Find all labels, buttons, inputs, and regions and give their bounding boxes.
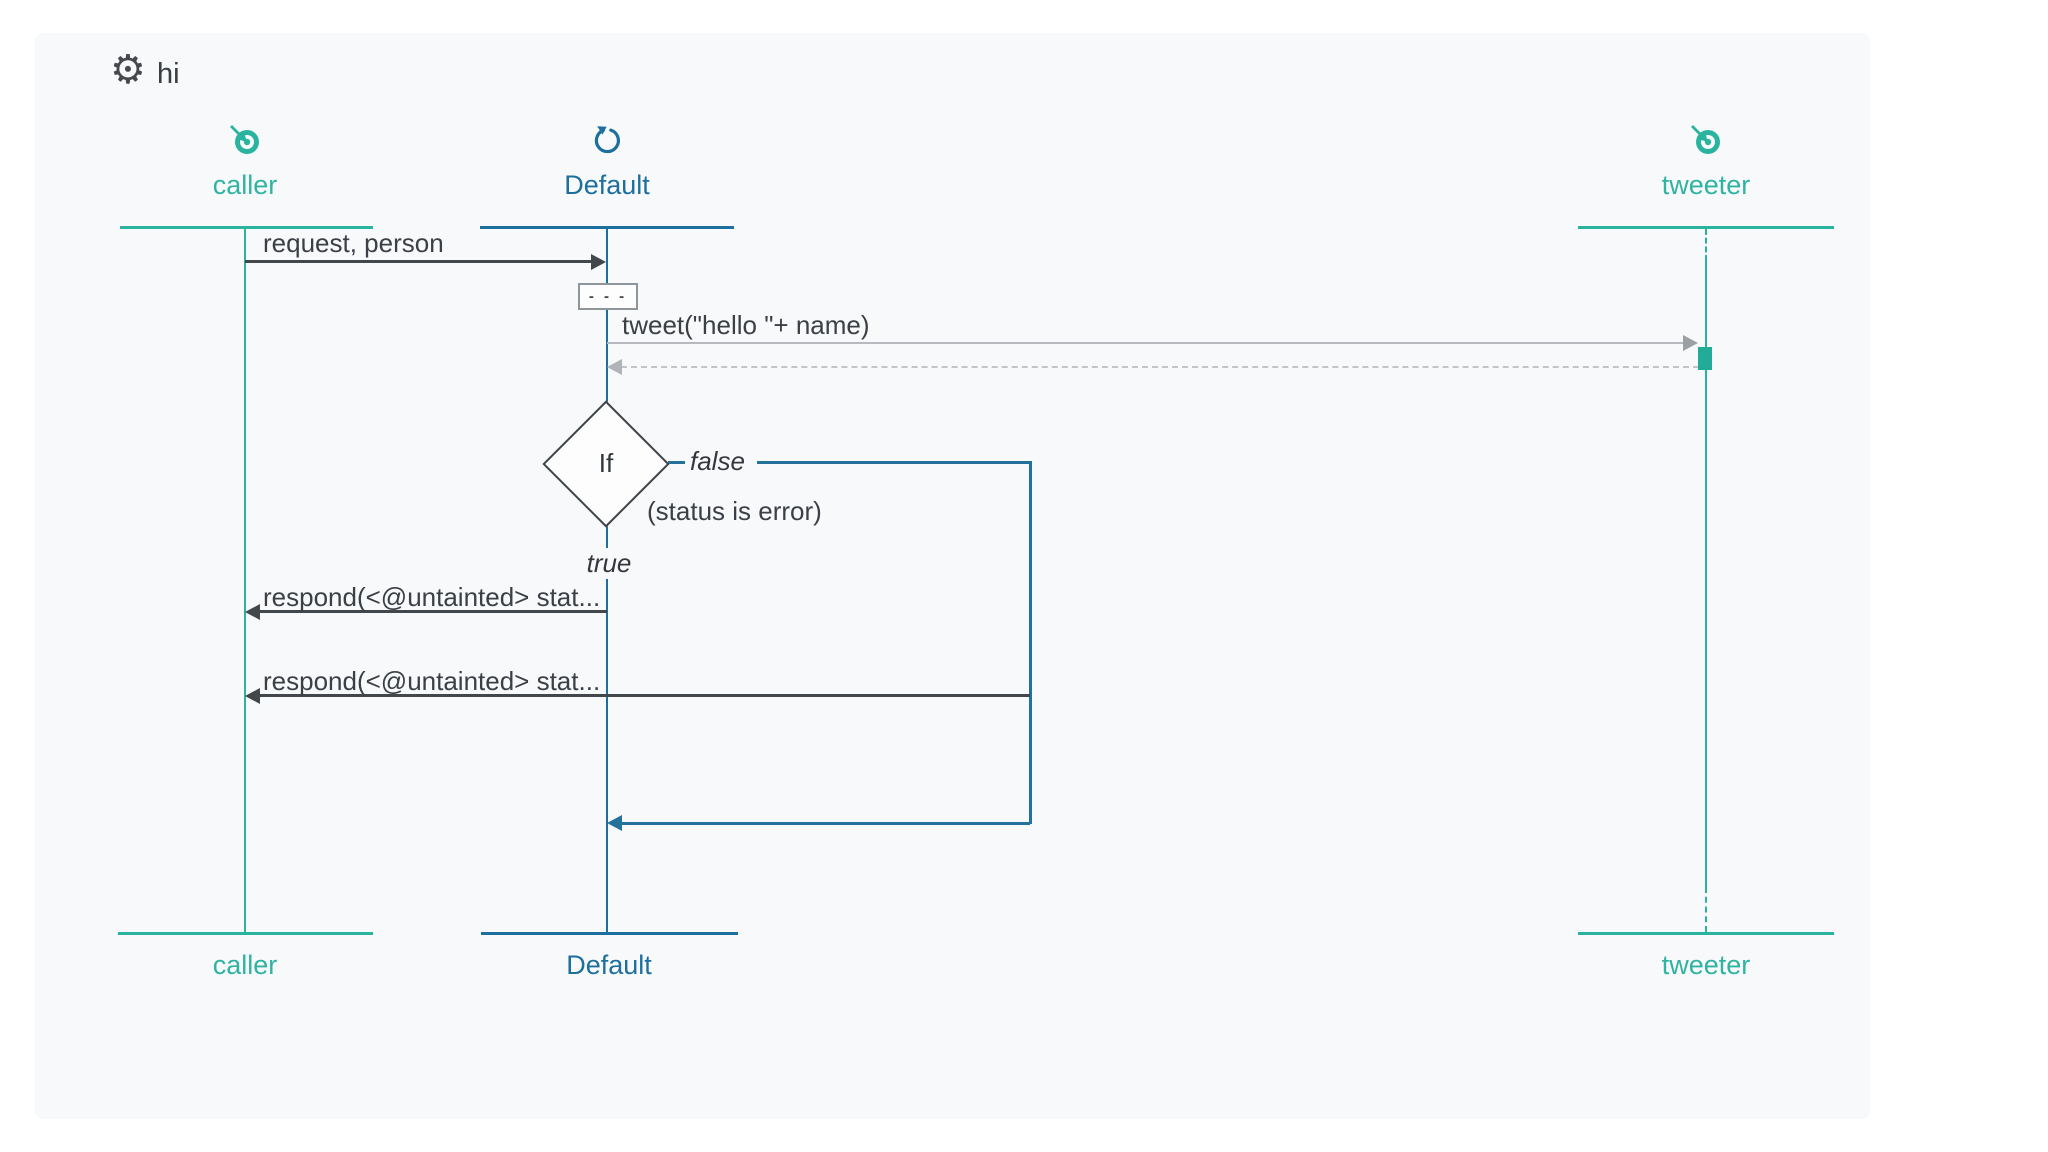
message-request-label[interactable]: request, person (263, 228, 444, 258)
false-branch-label: false (690, 446, 745, 476)
collapsed-block-expander[interactable]: - - - (578, 283, 638, 310)
tweeter-lifeline-dashed-bottom (1705, 887, 1707, 932)
participant-caller-bottom[interactable]: caller (212, 950, 278, 980)
message-tweet-label[interactable]: tweet("hello "+ name) (622, 310, 870, 340)
false-branch-line-bottom (621, 822, 1030, 825)
tweeter-lifeline (1705, 261, 1707, 887)
arrowhead-left-icon (607, 815, 622, 831)
participant-caller-top[interactable]: caller (212, 170, 278, 200)
default-bottom-bar (481, 932, 738, 935)
target-icon (1688, 122, 1724, 163)
caller-bottom-bar (118, 932, 373, 935)
target-icon (227, 122, 263, 163)
tweeter-top-bar (1578, 226, 1834, 229)
false-branch-line-vertical (1029, 461, 1032, 824)
condition-expression: (status is error) (647, 496, 822, 526)
caller-lifeline (244, 229, 246, 935)
arrowhead-left-icon (245, 604, 260, 620)
arrowhead-right-icon (1683, 335, 1698, 351)
message-respond-true-label[interactable]: respond(<@untainted> stat... (263, 582, 601, 612)
tweeter-lifeline-dashed-top (1705, 229, 1707, 261)
message-tweet-arrow[interactable] (607, 342, 1685, 344)
arrowhead-left-icon (245, 688, 260, 704)
participant-default-bottom[interactable]: Default (566, 950, 652, 980)
arrowhead-right-icon (591, 254, 606, 270)
gear-icon[interactable]: ⚙ (110, 47, 146, 93)
tweeter-activation-bar (1698, 347, 1712, 370)
default-lifeline (606, 229, 608, 935)
true-branch-label: true (575, 548, 643, 579)
message-tweet-return-arrow (621, 366, 1699, 368)
diagram-title: hi (157, 58, 180, 90)
arrowhead-left-icon (607, 359, 622, 375)
refresh-icon (589, 122, 625, 163)
message-respond-false-label[interactable]: respond(<@untainted> stat... (263, 666, 601, 696)
if-keyword: If (598, 448, 614, 478)
false-branch-tick (668, 461, 685, 464)
false-branch-line-top (757, 461, 1030, 464)
participant-tweeter-top[interactable]: tweeter (1661, 170, 1751, 200)
message-respond-true-arrow[interactable] (259, 610, 607, 613)
caller-top-bar (120, 226, 373, 229)
message-request-arrow[interactable] (245, 260, 594, 263)
diagram-canvas (35, 33, 1870, 1119)
participant-tweeter-bottom[interactable]: tweeter (1661, 950, 1751, 980)
tweeter-bottom-bar (1578, 932, 1834, 935)
default-top-bar (480, 226, 734, 229)
message-respond-false-arrow[interactable] (259, 694, 1030, 697)
participant-default-top[interactable]: Default (564, 170, 650, 200)
